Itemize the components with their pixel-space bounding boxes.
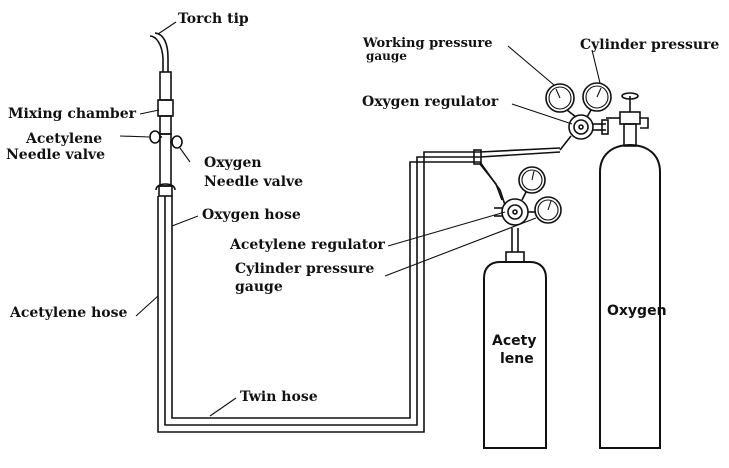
torch-handle [159,133,172,187]
acetylene-regulator [501,198,529,226]
label-cylinder-pressure-gauge-line2: gauge [235,279,283,295]
label-oxygen-needle-valve-line2: Needle valve [204,174,304,190]
oxygen-working-pressure-gauge [545,83,575,113]
acetylene-cylinder-pressure-gauge [534,196,562,224]
label-mixing-chamber: Mixing chamber [8,106,136,122]
label-acetylene-regulator: Acetylene regulator [230,237,385,253]
label-acetylene-needle-valve-line1: Acetylene [26,131,103,147]
oxygen-cylinder-pressure-gauge [582,82,612,112]
oxygen-hose [164,151,561,426]
label-oxygen-needle-valve-line1: Oxygen [204,155,262,171]
torch-tip [149,35,164,72]
label-working-pressure-gauge-line1: Working pressure [363,36,493,51]
mixing-chamber [157,99,174,117]
label-acetylene-cylinder-line2: lene [500,351,534,367]
acetylene-cylinder [483,261,547,449]
oxygen-needle-valve [171,135,183,149]
label-oxygen-cylinder-pressure: Cylinder pressure [580,37,720,53]
label-cylinder-pressure-gauge-line1: Cylinder pressure [235,261,375,277]
torch-nozzle [159,71,172,101]
label-oxygen-cylinder: Oxygen [607,303,667,319]
label-twin-hose: Twin hose [240,389,318,405]
label-torch-tip: Torch tip [178,11,249,27]
label-acetylene-needle-valve-line2: Needle valve [6,147,106,163]
oxygen-cylinder [599,143,661,449]
acetylene-needle-valve [149,130,161,144]
label-acetylene-hose: Acetylene hose [10,305,128,321]
label-working-pressure-gauge-line2: gauge [366,49,407,63]
acetylene-hose [157,147,561,433]
acetylene-working-pressure-gauge [518,166,546,194]
oxygen-regulator [568,114,594,140]
label-oxygen-hose: Oxygen hose [202,207,301,223]
label-oxygen-regulator: Oxygen regulator [362,94,499,110]
label-acetylene-cylinder-line1: Acety [492,333,537,349]
